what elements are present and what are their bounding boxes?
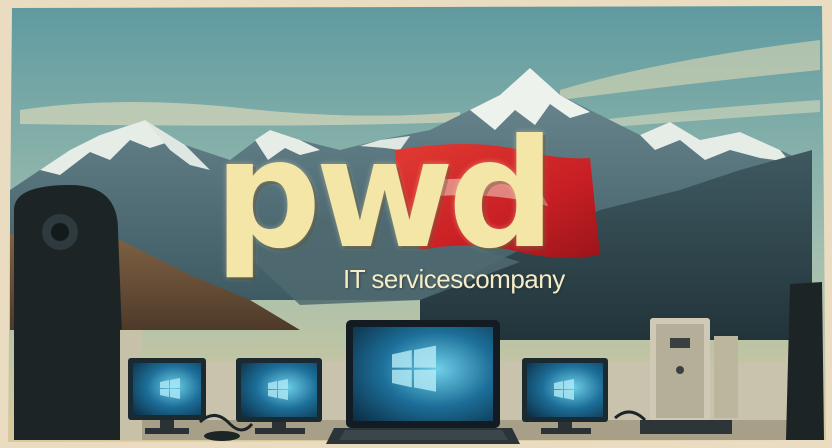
left-monitor-2 [236,358,322,434]
right-speaker [786,282,824,440]
tower-computer [640,318,732,434]
tagline-text: IT servicescompany [343,264,565,294]
windows-logo-icon [268,379,288,400]
small-monitor [714,336,738,418]
windows-logo-icon [392,345,436,392]
left-speaker [14,185,126,440]
mouse [204,431,240,441]
windows-logo-icon [554,379,574,400]
right-monitor [522,358,608,434]
red-flag [395,144,600,258]
snow-cap-peak [470,68,590,130]
center-laptop [326,320,520,444]
right-slope [420,150,812,340]
windows-logo-icon [160,378,180,399]
left-monitor-1 [128,358,206,434]
snow-cap [40,120,175,175]
brand-logo-text: pwd [214,108,555,282]
